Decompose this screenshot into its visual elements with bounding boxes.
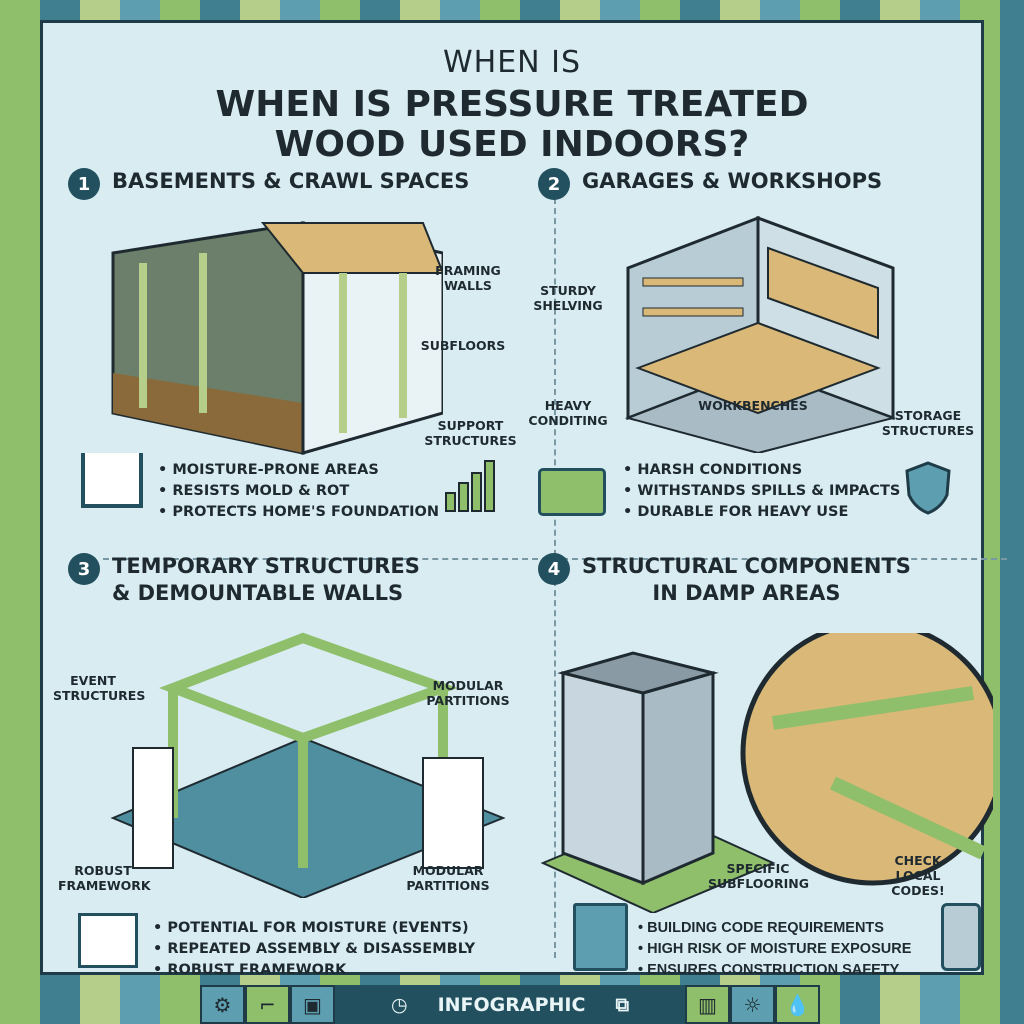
blocks-icon: ⧉	[615, 993, 630, 1016]
title-line: STRUCTURAL COMPONENTS	[582, 554, 911, 578]
bullet: BUILDING CODE REQUIREMENTS	[638, 918, 911, 939]
label-event-structures: EVENT STRUCTURES	[53, 673, 146, 703]
bullet: RESISTS MOLD & ROT	[158, 481, 439, 502]
label-workbenches: WORKBENCHES	[698, 398, 808, 413]
house-icon	[81, 453, 143, 508]
bullets-basements: MOISTURE-PRONE AREAS RESISTS MOLD & ROT …	[158, 460, 439, 523]
title-line-2: WOOD USED INDOORS?	[274, 124, 750, 165]
bullet: HIGH RISK OF MOISTURE EXPOSURE	[638, 939, 911, 960]
footer-label: INFOGRAPHIC	[437, 993, 586, 1016]
label-framing-walls: FRAMING WALLS	[435, 263, 501, 293]
section-number: 3	[68, 553, 100, 585]
moisture-meter-icon	[941, 903, 981, 971]
clock-icon: ◷	[390, 993, 408, 1016]
bullet: DURABLE FOR HEAVY USE	[623, 502, 900, 523]
title-line: TEMPORARY STRUCTURES	[112, 554, 420, 578]
title-line: IN DAMP AREAS	[652, 581, 841, 605]
bullet: ROBUST FRAMEWORK	[153, 960, 475, 981]
section-title: TEMPORARY STRUCTURES & DEMOUNTABLE WALLS	[112, 553, 420, 607]
label-subfloors: SUBFLOORS	[420, 338, 506, 353]
footer-bar: ⚙ ⌐ ▣ ◷ INFOGRAPHIC ⧉ ▥ ☼ 💧	[200, 985, 820, 1024]
infographic-panel: WHEN IS WHEN IS PRESSURE TREATED WOOD US…	[40, 20, 1007, 978]
title-line-1: WHEN IS PRESSURE TREATED	[215, 84, 809, 125]
sun-icon: ☼	[730, 985, 775, 1024]
label-specific-subflooring: SPECIFIC SUBFLOORING	[708, 861, 809, 891]
label-storage-structures: STORAGE STRUCTURES	[881, 408, 975, 438]
section-number: 4	[538, 553, 570, 585]
toolbox-icon	[538, 468, 606, 516]
title-small: WHEN IS	[442, 45, 582, 80]
bullet: PROTECTS HOME'S FOUNDATION	[158, 502, 439, 523]
title-line: & DEMOUNTABLE WALLS	[112, 581, 404, 605]
label-check-local-codes: CHECK LOCAL CODES!	[891, 853, 945, 898]
bullet: HARSH CONDITIONS	[623, 460, 900, 481]
footer-label-box: ◷ INFOGRAPHIC ⧉	[335, 985, 685, 1024]
bullet: REPEATED ASSEMBLY & DISASSEMBLY	[153, 939, 475, 960]
workshop-illustration	[624, 215, 897, 453]
bullet: ENSURES CONSTRUCTION SAFETY	[638, 960, 911, 981]
label-sturdy-shelving: STURDY SHELVING	[533, 283, 603, 313]
drop-icon: 💧	[775, 985, 820, 1024]
bullets-garages: HARSH CONDITIONS WITHSTANDS SPILLS & IMP…	[623, 460, 900, 523]
gear-icon: ⚙	[200, 985, 245, 1024]
label-heavy-conditing: HEAVY CONDITING	[528, 398, 608, 428]
section-temporary: 3 TEMPORARY STRUCTURES & DEMOUNTABLE WALLS	[68, 553, 420, 607]
basement-illustration	[111, 221, 443, 455]
label-support-structures: SUPPORT STRUCTURES	[424, 418, 517, 448]
bullet: POTENTIAL FOR MOISTURE (EVENTS)	[153, 918, 475, 939]
section-number: 1	[68, 168, 100, 200]
section-basements: 1 BASEMENTS & CRAWL SPACES	[68, 168, 469, 200]
section-number: 2	[538, 168, 570, 200]
page-title: WHEN IS PRESSURE TREATED WOOD USED INDOO…	[43, 85, 981, 165]
event-structure-illustration	[110, 632, 506, 898]
section-structural: 4 STRUCTURAL COMPONENTS IN DAMP AREAS	[538, 553, 911, 607]
box-icon: ▣	[290, 985, 335, 1024]
label-modular-partitions-2: MODULAR PARTITIONS	[406, 863, 490, 893]
label-modular-partitions: MODULAR PARTITIONS	[426, 678, 510, 708]
code-book-icon	[573, 903, 628, 971]
growth-chart-icon	[445, 460, 495, 512]
folding-panels-icon	[78, 913, 138, 968]
bullet: WITHSTANDS SPILLS & IMPACTS	[623, 481, 900, 502]
chart-icon: ▥	[685, 985, 730, 1024]
section-garages: 2 GARAGES & WORKSHOPS	[538, 168, 882, 200]
section-title: GARAGES & WORKSHOPS	[582, 169, 883, 193]
bullet: MOISTURE-PRONE AREAS	[158, 460, 439, 481]
bullets-structural: BUILDING CODE REQUIREMENTS HIGH RISK OF …	[638, 918, 911, 981]
section-title: STRUCTURAL COMPONENTS IN DAMP AREAS	[582, 553, 911, 607]
section-title: BASEMENTS & CRAWL SPACES	[112, 169, 470, 193]
bullets-temporary: POTENTIAL FOR MOISTURE (EVENTS) REPEATED…	[153, 918, 475, 981]
shield-icon	[905, 461, 951, 515]
building-illustration	[540, 633, 993, 913]
drill-icon: ⌐	[245, 985, 290, 1024]
label-robust-framework: ROBUST FRAMEWORK	[58, 863, 151, 893]
